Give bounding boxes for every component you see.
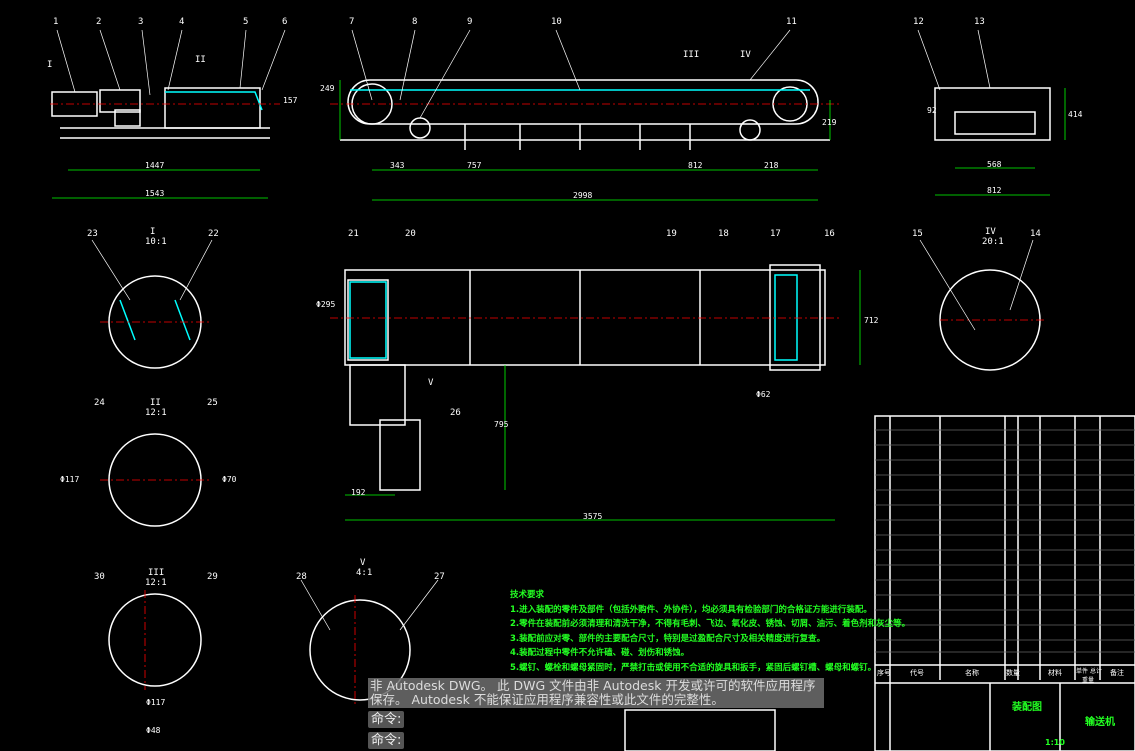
dimension: 812 bbox=[987, 186, 1002, 195]
view-label: II bbox=[195, 55, 206, 65]
command-prompt-history: 命令: bbox=[368, 711, 405, 728]
view-label: IV bbox=[985, 227, 996, 237]
view-label: V bbox=[360, 558, 366, 568]
dimension: 757 bbox=[467, 161, 482, 170]
tech-item: 2.零件在装配前必须清理和清洗干净，不得有毛刺、飞边、氧化皮、锈蚀、切屑、油污、… bbox=[510, 619, 911, 630]
view-label: V bbox=[428, 378, 434, 388]
part-label: 28 bbox=[296, 572, 307, 582]
bom-header: 代号 bbox=[910, 669, 924, 677]
view-label: IV bbox=[740, 50, 751, 60]
part-label: 21 bbox=[348, 229, 359, 239]
drawing-scale: 1:10 bbox=[1045, 738, 1065, 747]
view-scale: 10:1 bbox=[145, 237, 167, 247]
part-label: 4 bbox=[179, 17, 185, 27]
tech-item: 4.装配过程中零件不允许磕、碰、划伤和锈蚀。 bbox=[510, 648, 690, 659]
part-label: 13 bbox=[974, 17, 985, 27]
view-scale: 4:1 bbox=[356, 568, 373, 578]
dimension: 1543 bbox=[145, 189, 165, 198]
dimension: 812 bbox=[688, 161, 703, 170]
part-label: 29 bbox=[207, 572, 218, 582]
view-label: III bbox=[148, 568, 165, 578]
bom-header: 重量 bbox=[1082, 677, 1095, 684]
part-label: 5 bbox=[243, 17, 249, 27]
tech-item: 5.螺钉、螺栓和螺母紧固时，严禁打击或使用不合适的旋具和扳手，紧固后螺钉槽、螺母… bbox=[510, 662, 877, 673]
dimension: Φ70 bbox=[222, 475, 237, 484]
dimension: 343 bbox=[390, 161, 405, 170]
tech-item: 1.进入装配的零件及部件（包括外购件、外协件），均必须具有检验部门的合格证方能进… bbox=[510, 604, 872, 615]
view-scale: 20:1 bbox=[982, 237, 1004, 247]
bom-header: 单件 bbox=[1076, 668, 1089, 675]
part-label: 16 bbox=[824, 229, 835, 239]
dimension: 3575 bbox=[583, 512, 603, 521]
part-label: 20 bbox=[405, 229, 416, 239]
dimension: 568 bbox=[987, 160, 1002, 169]
part-label: 26 bbox=[450, 408, 461, 418]
view-scale: 12:1 bbox=[145, 408, 167, 418]
view-scale: 12:1 bbox=[145, 578, 167, 588]
part-label: 19 bbox=[666, 229, 677, 239]
part-label: 23 bbox=[87, 229, 98, 239]
part-label: 24 bbox=[94, 398, 105, 408]
dimension: Φ117 bbox=[60, 475, 80, 484]
part-label: 12 bbox=[913, 17, 924, 27]
part-label: 17 bbox=[770, 229, 781, 239]
part-label: 3 bbox=[138, 17, 144, 27]
part-label: 1 bbox=[53, 17, 59, 27]
dimension: 712 bbox=[864, 316, 879, 325]
view-label: II bbox=[150, 398, 161, 408]
view-label: III bbox=[683, 50, 700, 60]
part-label: 8 bbox=[412, 17, 418, 27]
dimension: Φ295 bbox=[316, 300, 336, 309]
tech-title: 技术要求 bbox=[510, 590, 545, 600]
dimension: Φ62 bbox=[756, 390, 771, 399]
part-label: 9 bbox=[467, 17, 473, 27]
bom-header: 序号 bbox=[877, 669, 891, 677]
dimension: 795 bbox=[494, 420, 509, 429]
part-label: 7 bbox=[349, 17, 355, 27]
view-label: I bbox=[47, 60, 53, 70]
part-label: 10 bbox=[551, 17, 562, 27]
part-label: 22 bbox=[208, 229, 219, 239]
part-label: 11 bbox=[786, 17, 797, 27]
drawing-name: 输送机 bbox=[1085, 717, 1115, 728]
part-label: 14 bbox=[1030, 229, 1041, 239]
dimension: 2998 bbox=[573, 191, 593, 200]
part-label: 6 bbox=[282, 17, 288, 27]
dimension: 218 bbox=[764, 161, 779, 170]
part-label: 15 bbox=[912, 229, 923, 239]
tech-item: 3.装配前应对零、部件的主要配合尺寸，特别是过盈配合尺寸及相关精度进行复查。 bbox=[510, 633, 826, 644]
part-label: 30 bbox=[94, 572, 105, 582]
dimension: 157 bbox=[283, 96, 298, 105]
dimension: 1447 bbox=[145, 161, 165, 170]
command-input[interactable]: 命令: bbox=[368, 732, 405, 749]
non-autodesk-warning: 非 Autodesk DWG。 此 DWG 文件由非 Autodesk 开发或许… bbox=[368, 678, 824, 708]
bom-header: 总计 bbox=[1090, 668, 1103, 675]
dimension: Φ117 bbox=[146, 698, 166, 707]
dimension: Φ48 bbox=[146, 726, 161, 735]
dimension: 249 bbox=[320, 84, 335, 93]
part-label: 2 bbox=[96, 17, 102, 27]
part-label: 18 bbox=[718, 229, 729, 239]
dimension: 414 bbox=[1068, 110, 1083, 119]
dimension: 92 bbox=[927, 106, 937, 115]
technical-requirements: 技术要求 1.进入装配的零件及部件（包括外购件、外协件），均必须具有检验部门的合… bbox=[510, 588, 910, 676]
bom-header: 名称 bbox=[965, 669, 979, 677]
bom-header: 数量 bbox=[1006, 669, 1020, 677]
part-label: 27 bbox=[434, 572, 445, 582]
dimension: 219 bbox=[822, 118, 837, 127]
view-label: I bbox=[150, 227, 156, 237]
drawing-type: 装配图 bbox=[1012, 702, 1042, 713]
bom-header: 材料 bbox=[1048, 669, 1062, 677]
part-label: 25 bbox=[207, 398, 218, 408]
dimension: 192 bbox=[351, 488, 366, 497]
bom-header: 备注 bbox=[1110, 669, 1124, 677]
